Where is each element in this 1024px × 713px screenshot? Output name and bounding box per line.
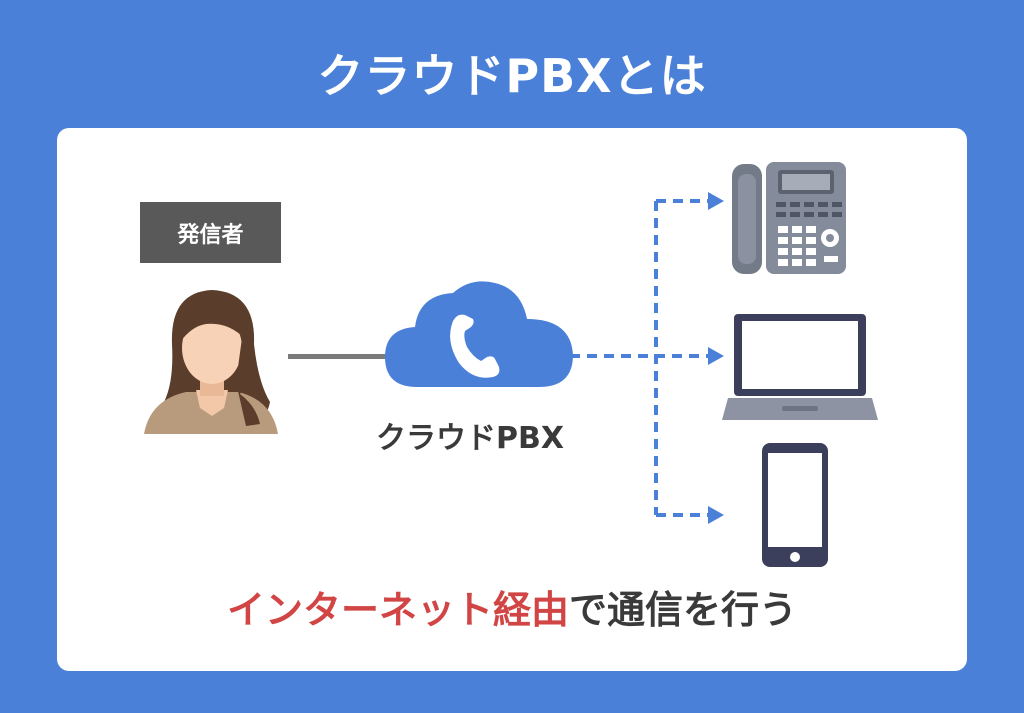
smartphone-icon bbox=[762, 443, 828, 571]
caption: インターネット経由で通信を行う bbox=[0, 579, 1024, 634]
cloud-phone-icon bbox=[381, 275, 577, 397]
laptop-icon bbox=[722, 312, 878, 428]
caller-label: 発信者 bbox=[140, 202, 281, 263]
caller-avatar-icon bbox=[140, 282, 280, 438]
desk-phone-icon bbox=[732, 160, 848, 280]
page-title: クラウドPBXとは bbox=[317, 49, 707, 103]
caption-rest: で通信を行う bbox=[569, 588, 798, 632]
cloud-pbx-label: クラウドPBX bbox=[376, 421, 564, 456]
caller-to-cloud-line bbox=[288, 354, 390, 359]
caption-highlight: インターネット経由 bbox=[226, 588, 569, 632]
